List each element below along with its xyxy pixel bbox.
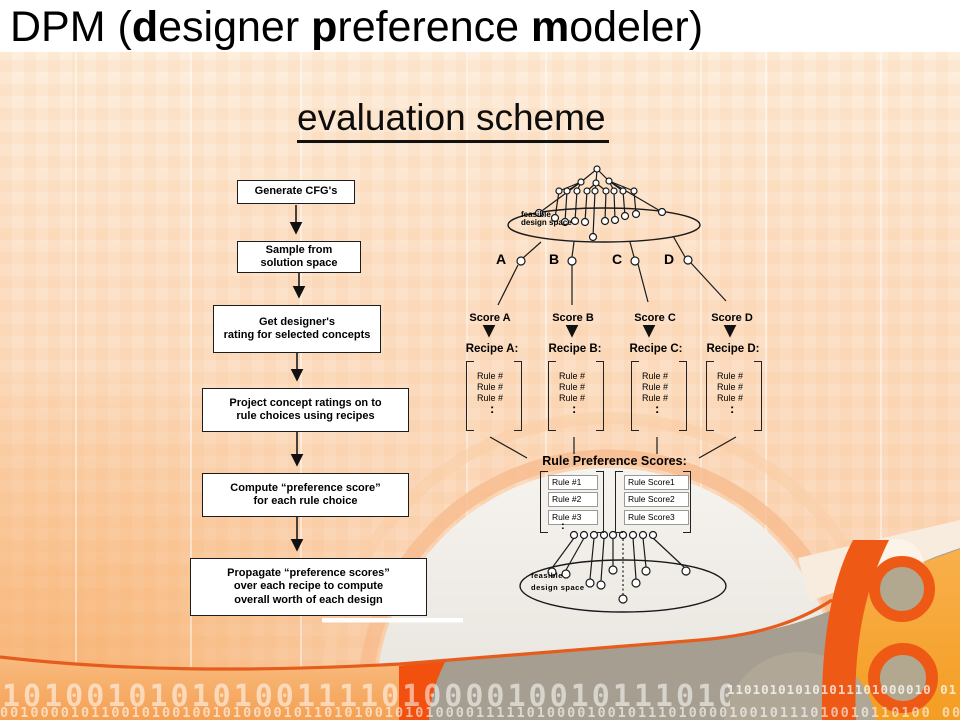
branch-node-a: [516, 256, 526, 266]
ellipsis-dots: :: [572, 401, 577, 416]
bottom-design-space-ellipse: [519, 559, 727, 613]
score-label-d: Score D: [711, 312, 753, 324]
flow-step-compute-score: Compute “preference score” for each rule…: [202, 473, 409, 517]
ellipsis-dots: :: [561, 520, 565, 532]
rps-score-bracket: Rule Score1 Rule Score2 Rule Score3: [615, 471, 691, 533]
branch-node-b: [567, 256, 577, 266]
bg-vertical-line: [765, 52, 767, 720]
donut-ring-bottom: [868, 643, 938, 713]
donut-ring-top: [869, 556, 935, 622]
bottom-design-space-label: feasible design space: [531, 571, 585, 592]
bottom-fan: [519, 537, 727, 613]
rule-preference-scores-title: Rule Preference Scores:: [542, 454, 687, 468]
rule-list: Rule # Rule # Rule #: [642, 371, 669, 403]
flow-step-sample: Sample from solution space: [237, 241, 361, 273]
recipe-rules-bracket-d: Rule # Rule # Rule # :: [706, 361, 762, 431]
slide-subtitle: evaluation scheme: [297, 96, 609, 143]
orange-curve-line: [0, 598, 833, 671]
bg-vertical-line: [545, 52, 547, 720]
bg-vertical-line: [466, 52, 468, 720]
rps-rule-item: Rule #2: [548, 492, 598, 507]
title-text: DPM (: [10, 3, 132, 51]
white-underline-bar: [322, 618, 463, 623]
score-label-a: Score A: [469, 312, 511, 324]
bg-vertical-line: [75, 52, 77, 720]
binary-row-small: 0010000101100101001001010000101101010010…: [0, 705, 960, 720]
rps-score-item: Rule Score1: [624, 475, 689, 490]
recipe-label-c: Recipe C:: [629, 343, 683, 355]
top-tree-nodes: [516, 165, 693, 266]
branch-node-c: [630, 256, 640, 266]
top-design-space-ellipse: [507, 207, 701, 243]
branch-label-c: C: [612, 251, 623, 267]
branch-label-d: D: [664, 251, 675, 267]
rps-score-item: Rule Score2: [624, 492, 689, 507]
ellipsis-dots: :: [655, 401, 660, 416]
bg-vertical-line: [190, 52, 192, 720]
rule-list: Rule # Rule # Rule #: [559, 371, 586, 403]
converge-lines: [489, 436, 737, 459]
flow-step-generate-cfgs: Generate CFG's: [237, 180, 355, 204]
flowchart-arrows: [289, 205, 737, 552]
flow-step-get-rating: Get designer's rating for selected conce…: [213, 305, 381, 353]
branch-label-a: A: [496, 251, 507, 267]
ellipsis-dots: :: [730, 401, 735, 416]
binary-row-large: 101001010101001111010000100101110100: [2, 679, 730, 714]
recipe-rules-bracket-b: Rule # Rule # Rule # :: [548, 361, 604, 431]
rps-score-item: Rule Score3: [624, 510, 689, 525]
score-label-c: Score C: [634, 312, 676, 324]
recipe-label-a: Recipe A:: [465, 343, 519, 355]
bg-vertical-line: [700, 52, 702, 720]
rps-rule-item: Rule #1: [548, 475, 598, 490]
recipe-rules-bracket-c: Rule # Rule # Rule # :: [631, 361, 687, 431]
rps-rule-item: Rule #3: [548, 510, 598, 525]
recipe-label-d: Recipe D:: [706, 343, 760, 355]
score-label-b: Score B: [552, 312, 594, 324]
bg-vertical-line: [300, 52, 302, 720]
page-title: DPM (designer preference modeler): [10, 3, 704, 51]
bg-vertical-line: [880, 52, 882, 720]
top-design-space-label: feasible design space: [521, 210, 572, 227]
rule-list: Rule # Rule # Rule #: [477, 371, 504, 403]
flow-step-project-ratings: Project concept ratings on to rule choic…: [202, 388, 409, 432]
orange-band: [821, 540, 889, 720]
recipe-rules-bracket-a: Rule # Rule # Rule # :: [466, 361, 522, 431]
rule-list: Rule # Rule # Rule #: [717, 371, 744, 403]
bottom-nodes: [547, 530, 691, 604]
branch-node-d: [683, 255, 693, 265]
binary-row-right: 110101010101011101000010 01010101001 100…: [727, 682, 958, 697]
flow-step-propagate-scores: Propagate “preference scores” over each …: [190, 558, 427, 616]
recipe-label-b: Recipe B:: [548, 343, 602, 355]
branch-label-b: B: [549, 251, 560, 267]
title-bar: [0, 0, 960, 52]
orange-wedge: [399, 660, 446, 720]
rps-rule-bracket: Rule #1 Rule #2 Rule #3 :: [540, 471, 604, 533]
ellipsis-dots: :: [490, 401, 495, 416]
